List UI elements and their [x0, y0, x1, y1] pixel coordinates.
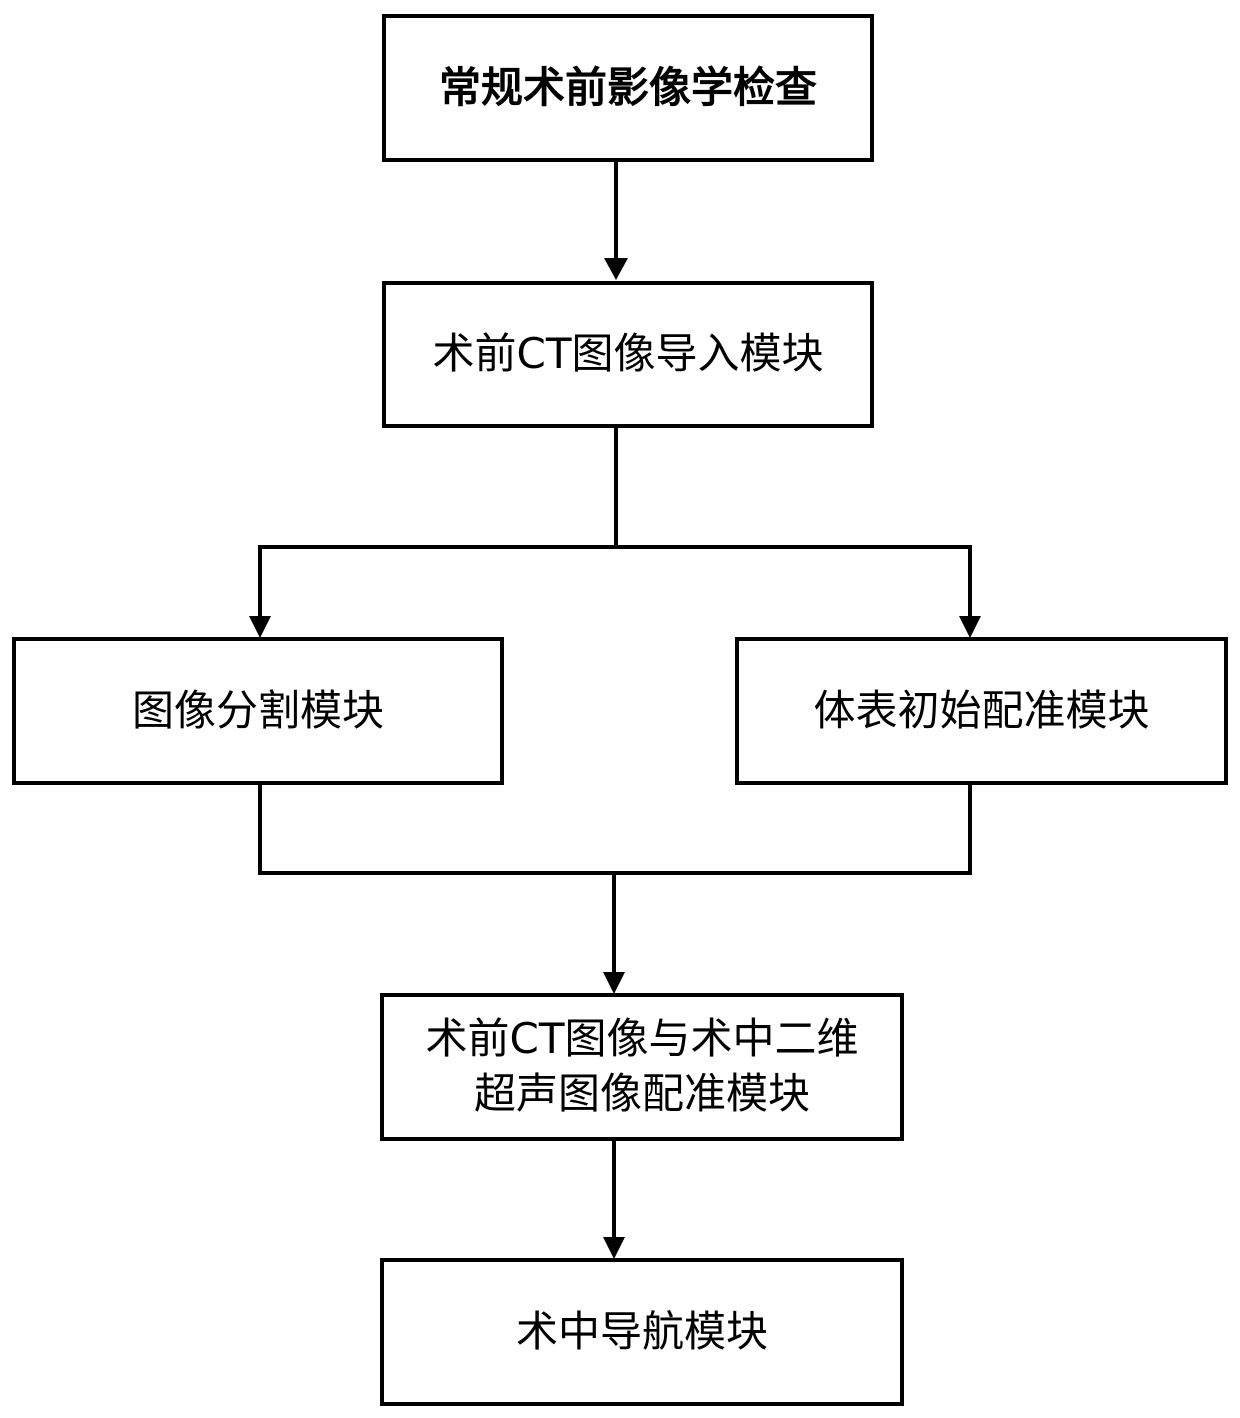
node-label: 体表初始配准模块 — [813, 684, 1149, 739]
arrowhead-registration-to-navigation — [603, 1237, 625, 1259]
node-preop-imaging-exam: 常规术前影像学检查 — [382, 14, 874, 162]
node-surface-initial-registration: 体表初始配准模块 — [735, 637, 1228, 785]
node-label: 术前CT图像导入模块 — [433, 327, 824, 382]
arrowhead-to-surface-registration — [959, 616, 981, 638]
arrowhead-to-segmentation — [249, 616, 271, 638]
arrowhead-merge-to-registration — [603, 972, 625, 994]
node-image-segmentation: 图像分割模块 — [12, 637, 504, 785]
node-label: 常规术前影像学检查 — [439, 61, 817, 116]
node-preop-ct-import: 术前CT图像导入模块 — [382, 281, 874, 428]
node-label: 图像分割模块 — [132, 684, 384, 739]
node-label: 术中导航模块 — [516, 1305, 768, 1360]
node-label-line-1: 术前CT图像与术中二维 — [426, 1012, 859, 1067]
node-ct-ultrasound-registration: 术前CT图像与术中二维 超声图像配准模块 — [380, 993, 904, 1141]
arrowhead-exam-to-ct-import — [604, 258, 628, 280]
node-label-line-2: 超声图像配准模块 — [474, 1067, 810, 1122]
node-intraop-navigation: 术中导航模块 — [380, 1258, 904, 1406]
